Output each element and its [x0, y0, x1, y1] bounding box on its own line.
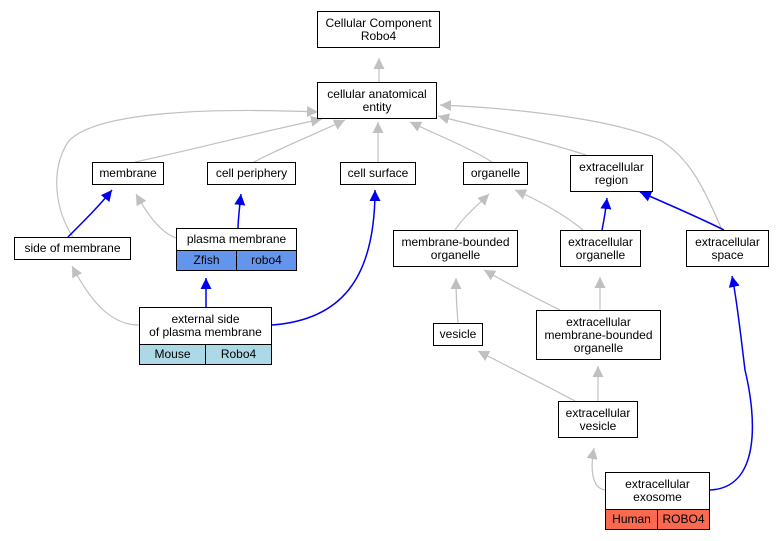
edge-exosome-to-ecspace	[709, 275, 754, 491]
edge-ecregion-to-cae	[437, 113, 587, 156]
annotation-tags: Zfish robo4	[177, 250, 296, 270]
node-label: membrane-bounded organelle	[401, 234, 510, 262]
node-extracellular-membrane-bounded-organelle[interactable]: extracellular membrane-bounded organelle	[536, 310, 661, 360]
node-extracellular-region[interactable]: extracellular region	[570, 155, 653, 192]
annotation-tags: Mouse Robo4	[140, 344, 271, 364]
species-tag-mouse: Mouse	[140, 345, 205, 364]
node-label: external side of plasma membrane	[149, 312, 262, 339]
node-side-of-membrane[interactable]: side of membrane	[14, 237, 131, 260]
node-vesicle[interactable]: vesicle	[433, 323, 483, 346]
gene-tag-robo4: ROBO4	[657, 510, 709, 529]
node-label: extracellular membrane-bounded organelle	[544, 314, 653, 355]
node-plasma-membrane[interactable]: plasma membrane Zfish robo4	[176, 228, 297, 271]
edge-ecspace-to-cae	[439, 99, 723, 231]
node-label: cellular anatomical entity	[327, 86, 427, 114]
edge-sidemem-to-membrane	[67, 189, 113, 238]
node-membrane-bounded-organelle[interactable]: membrane-bounded organelle	[393, 230, 518, 267]
edge-ecmbo-to-mbo	[483, 269, 561, 311]
edge-plasma-to-periphery	[234, 193, 246, 229]
node-label: extracellular vesicle	[565, 405, 631, 433]
edge-mbo-to-organelle	[454, 193, 490, 231]
node-extracellular-organelle[interactable]: extracellular organelle	[560, 230, 641, 267]
gene-tag-robo4: Robo4	[205, 345, 271, 364]
edge-plasma-to-membrane	[135, 193, 177, 239]
edge-sidemem-to-cae	[56, 106, 319, 238]
edge-vesicle-to-mbo	[450, 277, 462, 324]
node-organelle[interactable]: organelle	[463, 162, 528, 185]
node-label: plasma membrane	[186, 232, 287, 246]
node-label: vesicle	[439, 327, 477, 341]
species-tag-zfish: Zfish	[177, 251, 236, 270]
node-cell-periphery[interactable]: cell periphery	[207, 162, 296, 185]
node-label: extracellular exosome	[625, 477, 690, 504]
node-cellular-anatomical-entity[interactable]: cellular anatomical entity	[317, 82, 437, 119]
node-extracellular-vesicle[interactable]: extracellular vesicle	[558, 401, 638, 438]
edge-exosome-to-ecves	[586, 447, 606, 491]
edge-periphery-to-cae	[253, 119, 346, 163]
node-cellular-component-robo4[interactable]: Cellular Component Robo4	[317, 11, 440, 48]
node-extracellular-exosome[interactable]: extracellular exosome Human ROBO4	[605, 472, 710, 530]
node-label: side of membrane	[24, 241, 121, 255]
node-label: membrane	[99, 166, 157, 180]
gene-tag-robo4: robo4	[236, 251, 296, 270]
node-external-side-of-plasma-membrane[interactable]: external side of plasma membrane Mouse R…	[139, 307, 272, 365]
annotation-tags: Human ROBO4	[606, 509, 709, 529]
node-label: Cellular Component Robo4	[325, 15, 432, 43]
node-label: cell periphery	[215, 166, 288, 180]
edge-extside-to-sidemem	[71, 265, 140, 326]
edge-membrane-to-cae	[134, 115, 323, 163]
node-cell-surface[interactable]: cell surface	[340, 162, 416, 185]
edge-ecves-to-vesicle	[477, 350, 576, 402]
node-membrane[interactable]: membrane	[92, 162, 164, 185]
node-extracellular-space[interactable]: extracellular space	[686, 230, 769, 267]
node-label: extracellular organelle	[568, 234, 633, 262]
node-label: organelle	[470, 166, 521, 180]
node-label: cell surface	[347, 166, 409, 180]
node-label: extracellular space	[695, 234, 760, 262]
edge-extside-to-surface	[271, 189, 381, 326]
edge-ecorg-to-ecregion	[600, 197, 612, 231]
node-label: extracellular region	[579, 159, 644, 187]
species-tag-human: Human	[606, 510, 657, 529]
edge-ecorg-to-organelle	[514, 189, 584, 231]
edge-ecspace-to-ecregion	[639, 191, 725, 231]
edge-organelle-to-cae	[409, 121, 493, 163]
